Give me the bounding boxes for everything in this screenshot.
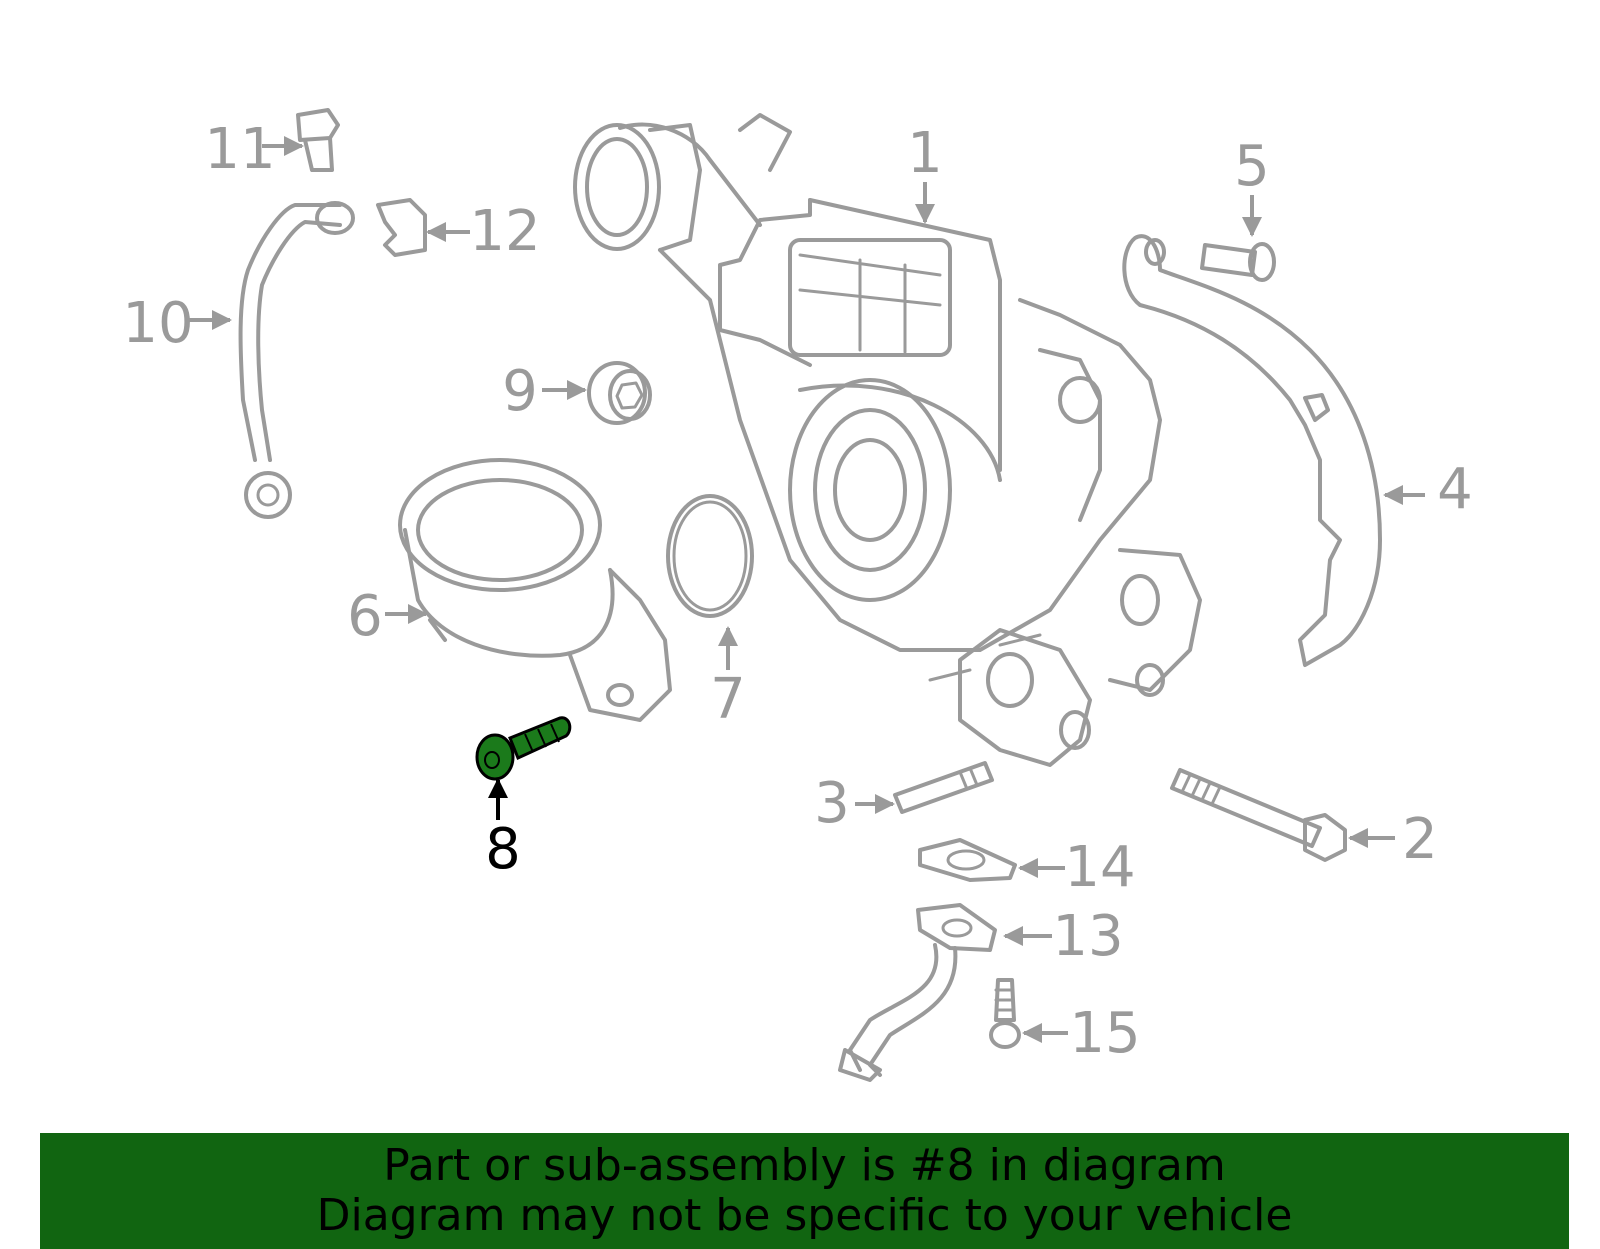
callout-label-12: 12 bbox=[469, 199, 540, 264]
heat-shield-part-4 bbox=[1122, 234, 1382, 667]
callout-label-5: 5 bbox=[1234, 134, 1270, 199]
bolt-part-15 bbox=[989, 978, 1021, 1049]
callout-label-8: 8 bbox=[485, 817, 521, 882]
stud-part-3 bbox=[893, 761, 994, 814]
gasket-part-14 bbox=[918, 838, 1017, 882]
callout-label-4: 4 bbox=[1437, 457, 1473, 522]
banner-line-part-number: Part or sub-assembly is #8 in diagram bbox=[383, 1140, 1226, 1191]
callout-label-9: 9 bbox=[502, 359, 538, 424]
plug-part-9 bbox=[587, 361, 652, 425]
callout-label-14: 14 bbox=[1064, 835, 1135, 900]
bolt-part-2 bbox=[1170, 768, 1347, 862]
oil-return-pipe-part-13 bbox=[838, 903, 997, 1082]
callout-label-1: 1 bbox=[907, 121, 943, 186]
oil-line-part-10 bbox=[238, 201, 355, 519]
callout-label-2: 2 bbox=[1402, 807, 1438, 872]
callout-label-10: 10 bbox=[122, 291, 193, 356]
callout-label-3: 3 bbox=[814, 771, 850, 836]
bolt-part-8-highlighted bbox=[475, 716, 572, 781]
banjo-bolt-part-11 bbox=[296, 108, 340, 172]
clip-part-12 bbox=[376, 198, 427, 257]
callout-label-13: 13 bbox=[1052, 904, 1123, 969]
banner-line-disclaimer: Diagram may not be specific to your vehi… bbox=[316, 1190, 1293, 1241]
o-ring-part-7 bbox=[666, 494, 754, 618]
bolt-part-5 bbox=[1200, 242, 1276, 282]
callout-label-15: 15 bbox=[1069, 1001, 1140, 1066]
outlet-elbow-part-6 bbox=[398, 458, 672, 722]
turbocharger-part-1 bbox=[573, 113, 1202, 767]
callout-label-11: 11 bbox=[204, 117, 275, 182]
callout-label-6: 6 bbox=[347, 584, 383, 649]
callout-label-7: 7 bbox=[710, 667, 746, 732]
info-banner: Part or sub-assembly is #8 in diagram Di… bbox=[40, 1133, 1569, 1249]
